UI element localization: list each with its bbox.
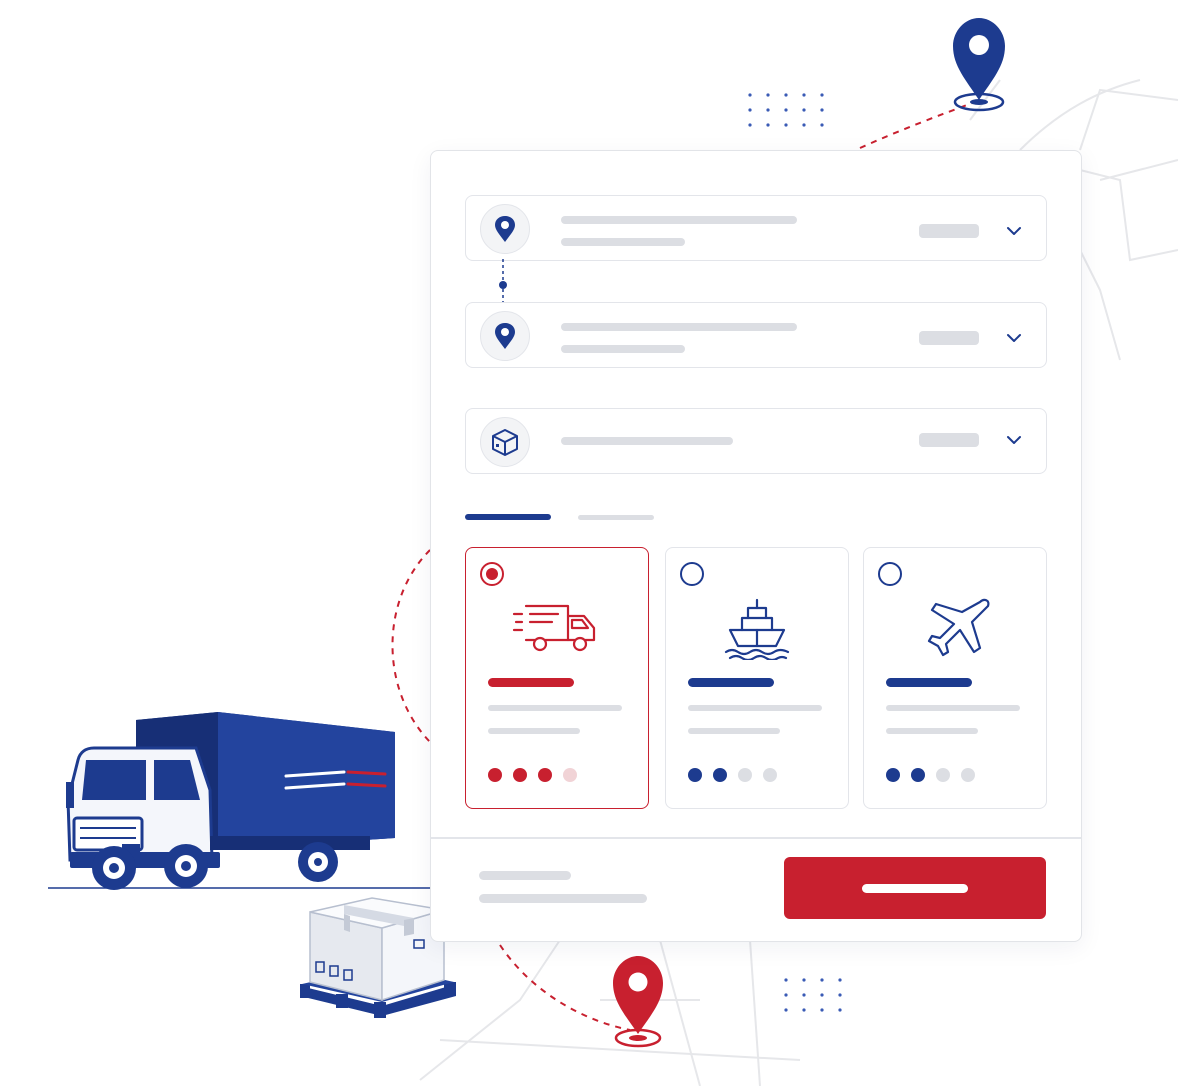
option-rating — [488, 768, 577, 782]
rating-dot — [713, 768, 727, 782]
shipping-option-road[interactable] — [465, 547, 649, 809]
destination-field[interactable] — [465, 302, 1047, 368]
button-label-placeholder — [862, 884, 968, 893]
package-field[interactable] — [465, 408, 1047, 474]
option-title-placeholder — [886, 678, 972, 687]
option-line-placeholder — [688, 705, 822, 711]
rating-dot — [538, 768, 552, 782]
shipping-option-sea[interactable] — [665, 547, 849, 809]
rating-dot — [763, 768, 777, 782]
route-dashed-bottom — [499, 944, 631, 1031]
rating-dot — [488, 768, 502, 782]
option-line-placeholder — [886, 705, 1020, 711]
dot-grid-bottom — [784, 978, 842, 1012]
package-title-placeholder — [561, 437, 733, 445]
route-dashed-left — [391, 549, 431, 743]
dot-grid-top — [748, 93, 824, 127]
map-lines-top — [969, 79, 1178, 361]
option-line-placeholder — [886, 728, 978, 734]
chevron-down-icon[interactable] — [1003, 429, 1025, 451]
option-radio[interactable] — [680, 562, 704, 586]
box-on-pallet-illustration — [300, 897, 456, 1018]
delivery-truck-icon — [512, 604, 596, 652]
option-rating — [688, 768, 777, 782]
destination-subtitle-placeholder — [561, 345, 685, 353]
destination-value-placeholder — [919, 331, 979, 345]
option-line-placeholder — [488, 705, 622, 711]
package-icon-circle — [480, 417, 530, 467]
option-title-placeholder — [688, 678, 774, 687]
shipping-option-air[interactable] — [863, 547, 1047, 809]
rating-dot — [688, 768, 702, 782]
origin-title-placeholder — [561, 216, 797, 224]
truck-illustration — [66, 712, 395, 890]
option-rating — [886, 768, 975, 782]
origin-subtitle-placeholder — [561, 238, 685, 246]
option-line-placeholder — [488, 728, 580, 734]
tab-2[interactable] — [578, 515, 654, 520]
total-value-placeholder — [479, 894, 647, 903]
rating-dot — [513, 768, 527, 782]
destination-location-pin-icon — [613, 956, 663, 1048]
package-box-icon — [492, 429, 518, 456]
rating-dot — [936, 768, 950, 782]
chevron-down-icon[interactable] — [1003, 220, 1025, 242]
airplane-icon — [927, 598, 990, 657]
tab-1[interactable] — [465, 514, 551, 520]
rating-dot — [911, 768, 925, 782]
rating-dot — [961, 768, 975, 782]
package-value-placeholder — [919, 433, 979, 447]
continue-button[interactable] — [784, 857, 1046, 919]
location-pin-icon — [495, 323, 515, 349]
option-radio-selected[interactable] — [480, 562, 504, 586]
rating-dot — [886, 768, 900, 782]
origin-icon-circle — [480, 204, 530, 254]
cargo-ship-icon — [724, 598, 790, 660]
rating-dot — [738, 768, 752, 782]
chevron-down-icon[interactable] — [1003, 327, 1025, 349]
map-lines-bottom — [419, 939, 801, 1086]
origin-field[interactable] — [465, 195, 1047, 261]
destination-title-placeholder — [561, 323, 797, 331]
location-pin-icon — [495, 216, 515, 242]
route-connector — [499, 259, 507, 309]
option-radio[interactable] — [878, 562, 902, 586]
footer-divider — [431, 837, 1081, 839]
total-label-placeholder — [479, 871, 571, 880]
option-title-placeholder — [488, 678, 574, 687]
destination-icon-circle — [480, 311, 530, 361]
origin-value-placeholder — [919, 224, 979, 238]
rating-dot — [563, 768, 577, 782]
route-dashed-top — [859, 101, 976, 149]
option-line-placeholder — [688, 728, 780, 734]
origin-location-pin-icon — [953, 18, 1005, 112]
shipping-quote-panel — [430, 150, 1082, 942]
